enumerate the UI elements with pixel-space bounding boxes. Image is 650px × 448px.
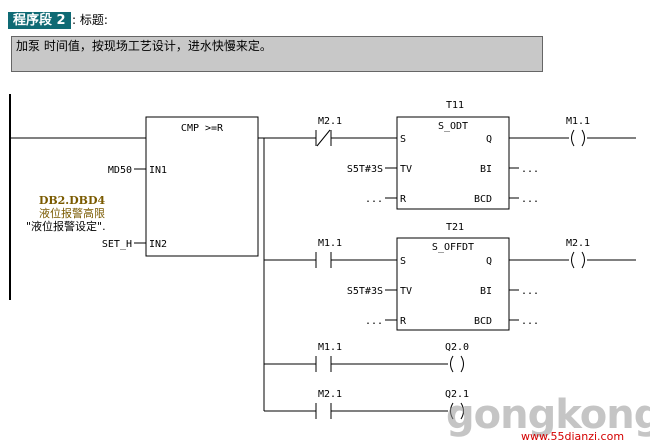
cmp-in2-operand[interactable]: SET_H bbox=[102, 239, 132, 250]
coil-address: Q2.0 bbox=[445, 342, 469, 353]
contact-m1-1-no[interactable]: M1.1 bbox=[315, 342, 342, 372]
pin-s: S bbox=[400, 256, 406, 267]
db-comment: "液位报警设定". bbox=[26, 220, 106, 233]
pin-tv: TV bbox=[400, 286, 412, 297]
bi-operand[interactable]: ... bbox=[521, 164, 539, 175]
db-address[interactable]: DB2.DBD4 bbox=[38, 194, 106, 207]
contact-address: M1.1 bbox=[318, 342, 342, 353]
pin-bi: BI bbox=[480, 286, 492, 297]
timer-type: S_OFFDT bbox=[432, 242, 474, 253]
tv-operand[interactable]: S5T#3S bbox=[347, 286, 383, 297]
timer-name: T21 bbox=[446, 222, 464, 233]
coil-address: M1.1 bbox=[566, 116, 590, 127]
bi-operand[interactable]: ... bbox=[521, 286, 539, 297]
r-operand[interactable]: ... bbox=[365, 316, 383, 327]
segment-badge[interactable]: 程序段 2 bbox=[8, 12, 71, 29]
r-operand[interactable]: ... bbox=[365, 194, 383, 205]
pin-r: R bbox=[400, 194, 407, 205]
watermark-logo: gongkong bbox=[446, 392, 650, 438]
bcd-operand[interactable]: ... bbox=[521, 316, 539, 327]
segment-comment[interactable]: 加泵 时间值，按现场工艺设计，进水快慢来定。 bbox=[11, 36, 543, 72]
pin-bcd: BCD bbox=[474, 316, 492, 327]
contact-m2-1-no[interactable]: M2.1 bbox=[315, 389, 342, 419]
segment-title: : 标题: bbox=[72, 13, 108, 27]
contact-m1-1-no[interactable]: M1.1 bbox=[315, 238, 342, 268]
cmp-label: CMP >=R bbox=[181, 123, 224, 134]
pin-q: Q bbox=[486, 134, 492, 145]
db-symbol: 液位报警高限 bbox=[39, 207, 105, 220]
watermark-url: www.55dianzi.com bbox=[521, 430, 625, 443]
timer-t21-block[interactable]: T21 S_OFFDT S TV R Q BI BCD S5T#3S ... .… bbox=[347, 222, 539, 331]
pin-tv: TV bbox=[400, 164, 412, 175]
pin-bcd: BCD bbox=[474, 194, 492, 205]
cmp-block[interactable]: CMP >=R IN1 IN2 MD50 SET_H bbox=[102, 116, 259, 257]
tv-operand[interactable]: S5T#3S bbox=[347, 164, 383, 175]
timer-type: S_ODT bbox=[438, 121, 468, 132]
coil-address: M2.1 bbox=[566, 238, 590, 249]
timer-name: T11 bbox=[446, 100, 464, 111]
coil-address: Q2.1 bbox=[445, 389, 469, 400]
contact-address: M1.1 bbox=[318, 238, 342, 249]
coil-q2-0[interactable]: Q2.0 bbox=[445, 342, 469, 373]
coil-q2-1[interactable]: Q2.1 bbox=[445, 389, 469, 420]
pin-s: S bbox=[400, 134, 406, 145]
contact-address: M2.1 bbox=[318, 389, 342, 400]
coil-m1-1[interactable]: M1.1 bbox=[566, 116, 590, 147]
timer-t11-block[interactable]: T11 S_ODT S TV R Q BI BCD S5T#3S ... ...… bbox=[347, 100, 539, 210]
pin-q: Q bbox=[486, 256, 492, 267]
contact-address: M2.1 bbox=[318, 116, 342, 127]
cmp-in1-operand[interactable]: MD50 bbox=[108, 165, 132, 176]
bcd-operand[interactable]: ... bbox=[521, 194, 539, 205]
cmp-in2-pin: IN2 bbox=[149, 239, 167, 250]
pin-r: R bbox=[400, 316, 407, 327]
cmp-in1-pin: IN1 bbox=[149, 165, 167, 176]
pin-bi: BI bbox=[480, 164, 492, 175]
coil-m2-1[interactable]: M2.1 bbox=[566, 238, 590, 269]
contact-m2-1-nc[interactable]: M2.1 bbox=[315, 116, 342, 147]
